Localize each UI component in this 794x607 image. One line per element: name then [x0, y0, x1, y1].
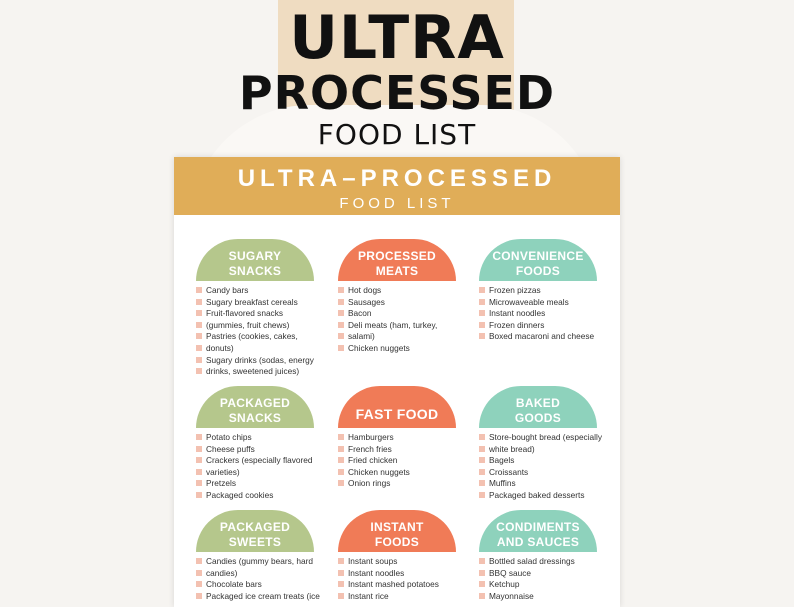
list-item: Chocolate bars — [196, 579, 320, 591]
list-item: Bottled salad dressings — [479, 556, 575, 568]
list-item: Instant mashed potatoes — [338, 579, 439, 591]
category-title-text: SUGARY SNACKS — [228, 249, 282, 278]
food-list-sheet: ULTRA–PROCESSED FOOD LIST SUGARY SNACKS C… — [174, 157, 620, 607]
list-item: Cheese puffs — [196, 444, 313, 456]
list-item: Microwaveable meals — [479, 297, 594, 309]
category-title: CONVENIENCE FOODS — [479, 239, 597, 281]
list-item: BBQ sauce — [479, 568, 575, 580]
list-item: candies) — [196, 568, 320, 580]
list-item: Muffins — [479, 478, 602, 490]
list-item: Packaged baked desserts — [479, 490, 602, 502]
category-title: SUGARY SNACKS — [196, 239, 314, 281]
category-title-text: CONVENIENCE FOODS — [492, 249, 584, 278]
list-item: Instant noodles — [479, 308, 594, 320]
list-item: donuts) — [196, 343, 314, 355]
list-item: Pretzels — [196, 478, 313, 490]
sheet-subtitle: FOOD LIST — [339, 195, 455, 212]
list-item: Onion rings — [338, 478, 410, 490]
hero-title-processed: PROCESSED — [238, 66, 556, 120]
list-item: Chicken nuggets — [338, 467, 410, 479]
category-title-text: FAST FOOD — [355, 406, 439, 422]
list-item: Boxed macaroni and cheese — [479, 331, 594, 343]
list-item: Fruit-flavored snacks — [196, 308, 314, 320]
list-item: Instant rice — [338, 591, 439, 603]
list-item: Packaged cookies — [196, 490, 313, 502]
list-item: Hot dogs — [338, 285, 437, 297]
list-item: white bread) — [479, 444, 602, 456]
category-title: PACKAGED SNACKS — [196, 386, 314, 428]
sheet-title: ULTRA–PROCESSED — [237, 165, 557, 192]
list-item: Packaged ice cream treats (ice — [196, 591, 320, 603]
list-item: French fries — [338, 444, 410, 456]
list-item: Potato chips — [196, 432, 313, 444]
list-item: Chicken nuggets — [338, 343, 437, 355]
list-item: Fried chicken — [338, 455, 410, 467]
list-item: varieties) — [196, 467, 313, 479]
list-item: (gummies, fruit chews) — [196, 320, 314, 332]
category-title: CONDIMENTS AND SAUCES — [479, 510, 597, 552]
category-title: FAST FOOD — [338, 386, 456, 428]
category-title-text: PACKAGED SWEETS — [219, 520, 291, 549]
list-item: Pastries (cookies, cakes, — [196, 331, 314, 343]
list-item: Frozen pizzas — [479, 285, 594, 297]
category-title-text: PACKAGED SNACKS — [219, 396, 291, 425]
list-item: Candies (gummy bears, hard — [196, 556, 320, 568]
list-item: Hamburgers — [338, 432, 410, 444]
list-item: Store-bought bread (especially — [479, 432, 602, 444]
list-item: Instant noodles — [338, 568, 439, 580]
hero-title-ultra: ULTRA — [289, 3, 505, 73]
category-title-text: INSTANT FOODS — [370, 520, 424, 549]
list-item: Bagels — [479, 455, 602, 467]
sheet-header: ULTRA–PROCESSED FOOD LIST — [174, 157, 620, 215]
list-item: Ketchup — [479, 579, 575, 591]
list-item: Bacon — [338, 308, 437, 320]
list-item: drinks, sweetened juices) — [196, 366, 314, 378]
category-title: PACKAGED SWEETS — [196, 510, 314, 552]
list-item: Deli meats (ham, turkey, — [338, 320, 437, 332]
list-item: Instant soups — [338, 556, 439, 568]
category-title: PROCESSED MEATS — [338, 239, 456, 281]
category-title: INSTANT FOODS — [338, 510, 456, 552]
category-title-text: PROCESSED MEATS — [357, 249, 437, 278]
list-item: Crackers (especially flavored — [196, 455, 313, 467]
list-item: Croissants — [479, 467, 602, 479]
list-item: salami) — [338, 331, 437, 343]
list-item: Mayonnaise — [479, 591, 575, 603]
category-title-text: CONDIMENTS AND SAUCES — [496, 520, 580, 549]
list-item: Candy bars — [196, 285, 314, 297]
list-item: Frozen dinners — [479, 320, 594, 332]
category-title-text: BAKED GOODS — [514, 396, 562, 425]
category-title: BAKED GOODS — [479, 386, 597, 428]
hero-title-food-list: FOOD LIST — [317, 118, 477, 151]
list-item: Sugary drinks (sodas, energy — [196, 355, 314, 367]
list-item: Sugary breakfast cereals — [196, 297, 314, 309]
list-item: Sausages — [338, 297, 437, 309]
